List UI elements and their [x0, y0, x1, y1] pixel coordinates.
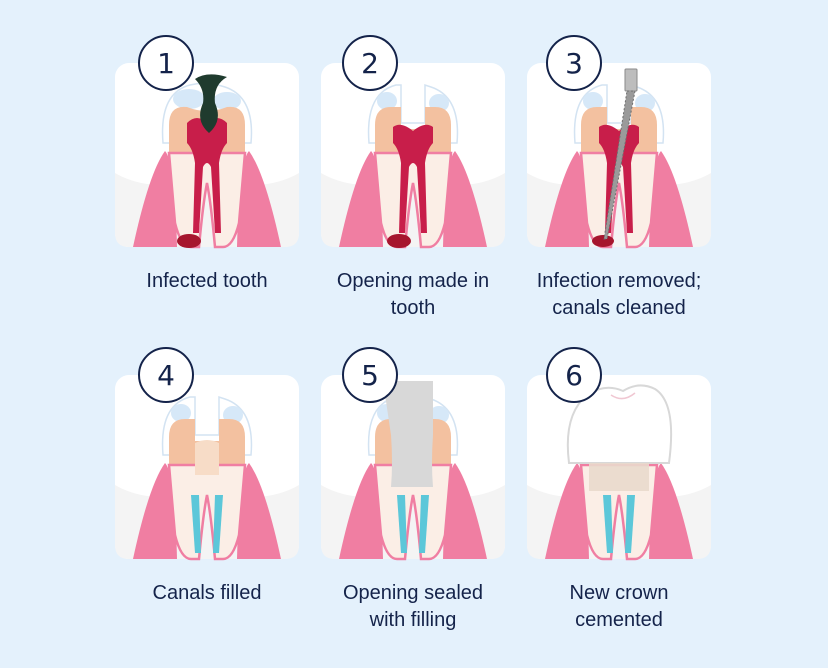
step-6-panel: 6 [527, 347, 711, 561]
crowned-tooth-icon [527, 384, 711, 561]
step-2-panel: 2 [321, 35, 505, 249]
caption-line: Infection removed; [536, 270, 702, 292]
filled-canals-icon [115, 395, 299, 561]
sealed-tooth-icon [321, 381, 505, 561]
infected-tooth-icon [115, 74, 299, 249]
step-caption: Canals filled [102, 580, 312, 607]
step-number-badge: 1 [138, 35, 194, 91]
caption-line: with filling [369, 609, 457, 631]
step-caption: Infection removed; canals cleaned [514, 268, 724, 322]
step-number-badge: 5 [342, 347, 398, 403]
root-canal-file-icon [527, 68, 711, 249]
caption-line: New crown [569, 582, 669, 604]
opened-tooth-icon [321, 83, 505, 249]
caption-line: canals cleaned [552, 297, 686, 319]
step-caption: Opening sealed with filling [308, 580, 518, 634]
caption-line: cemented [575, 609, 663, 631]
step-caption: New crown cemented [514, 580, 724, 634]
caption-line: Infected tooth [146, 270, 268, 292]
caption-line: Canals filled [152, 582, 262, 604]
step-number-badge: 3 [546, 35, 602, 91]
step-caption: Opening made in tooth [308, 268, 518, 322]
step-1-panel: 1 [115, 35, 299, 249]
caption-line: tooth [390, 297, 436, 319]
step-number-badge: 2 [342, 35, 398, 91]
caption-line: Opening made in [336, 270, 490, 292]
step-3-panel: 3 [527, 35, 711, 249]
step-number-badge: 6 [546, 347, 602, 403]
step-number-badge: 4 [138, 347, 194, 403]
caption-line: Opening sealed [342, 582, 484, 604]
step-4-panel: 4 [115, 347, 299, 561]
step-caption: Infected tooth [102, 268, 312, 295]
step-5-panel: 5 [321, 347, 505, 561]
